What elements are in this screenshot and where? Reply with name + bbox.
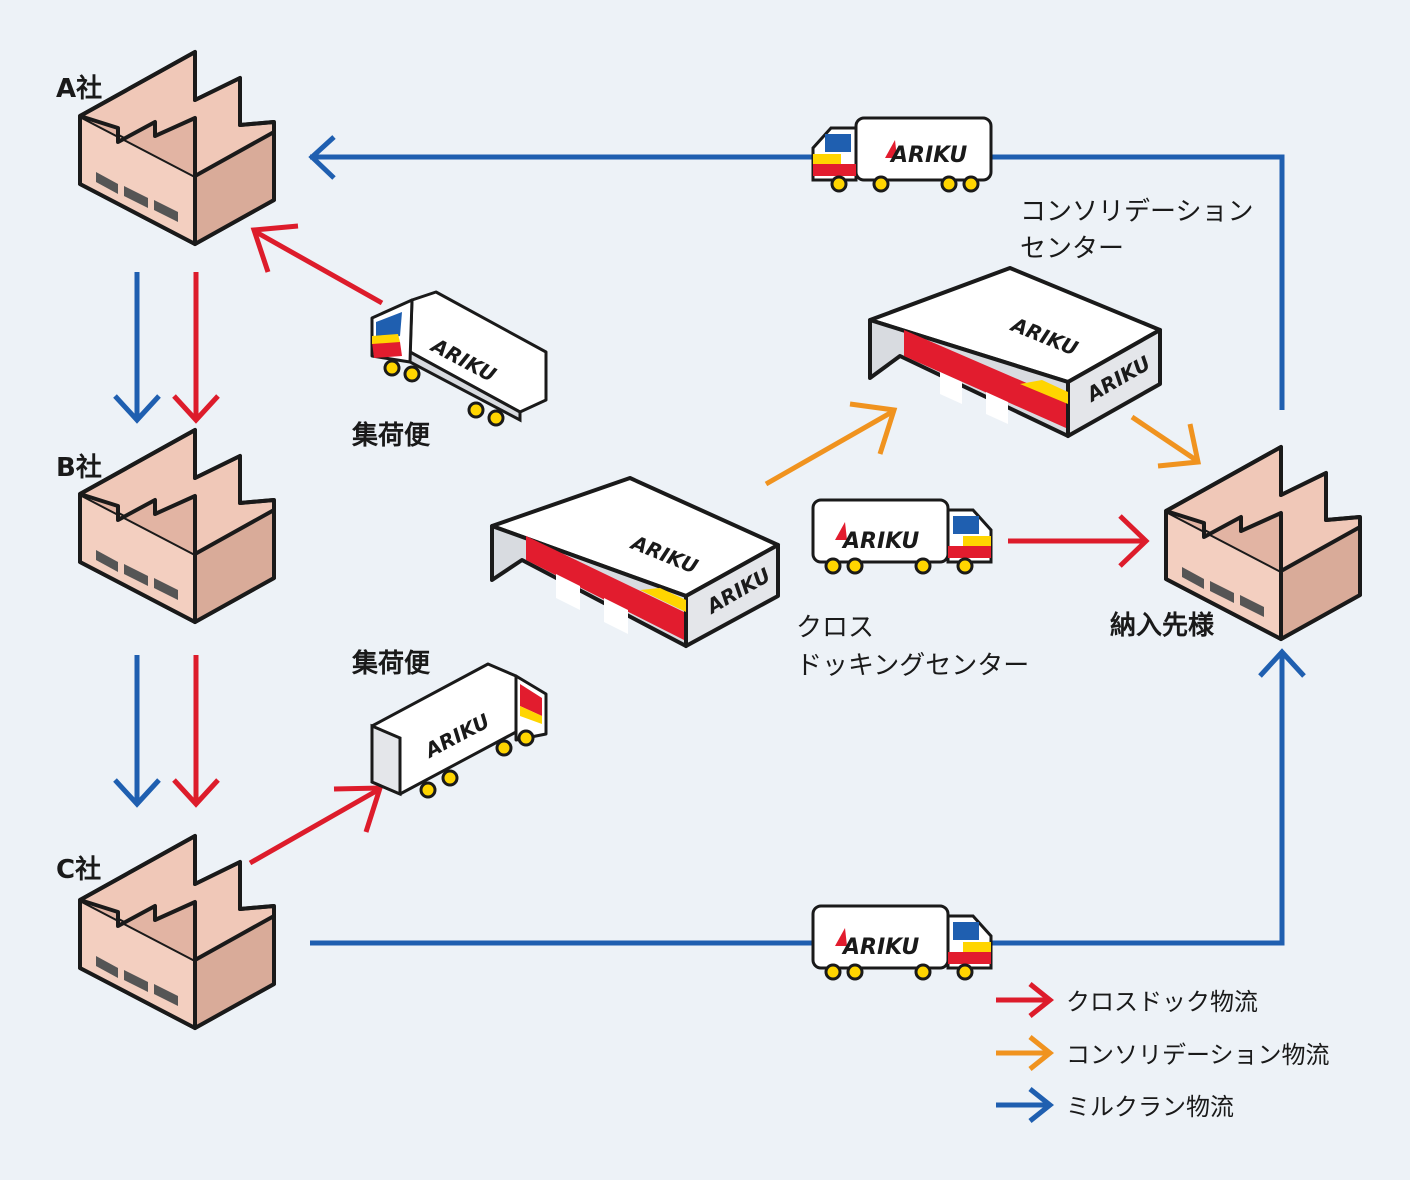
destination-label: 納入先様 — [1110, 610, 1215, 641]
factory-icon — [78, 50, 276, 246]
legend-item-cross-dock: クロスドック物流 — [996, 982, 1258, 1018]
truck-icon: ARIKU — [811, 116, 993, 193]
consolidation-center-label: コンソリデーション — [1020, 197, 1253, 227]
company-c-label: C社 — [56, 854, 101, 885]
brand-logo: ARIKU — [841, 529, 919, 554]
factory-icon — [78, 834, 276, 1030]
crossdock-center-label-line2: ドッキングセンター — [796, 651, 1029, 681]
factory-icon — [78, 428, 276, 624]
company-a-label: A社 — [56, 73, 102, 104]
cross-dock-pickup-to-a-arrow — [250, 223, 384, 306]
legend-label: コンソリデーション物流 — [1066, 1041, 1330, 1069]
cross-dock-c-to-pickup-arrow — [248, 785, 384, 866]
company-b-label: B社 — [56, 452, 102, 483]
consolidation-center-to-destination-arrow — [1130, 414, 1202, 469]
consolidation-warehouse-icon: ARIKU ARIKU — [868, 266, 1162, 438]
legend-label: クロスドック物流 — [1066, 988, 1258, 1016]
pickup-truck-label: 集荷便 — [351, 420, 431, 451]
milk-run-top-route — [308, 135, 1285, 410]
legend-item-milk-run: ミルクラン物流 — [996, 1087, 1234, 1123]
consolidation-to-center-arrow — [764, 401, 898, 487]
legend-item-consolidation: コンソリデーション物流 — [996, 1035, 1330, 1071]
milk-run-b-to-c-arrow — [113, 655, 161, 808]
cross-dock-a-to-b-arrow — [172, 272, 220, 424]
brand-logo: ARIKU — [889, 143, 967, 168]
pickup-truck-label: 集荷便 — [351, 648, 431, 679]
brand-logo: ARIKU — [841, 935, 919, 960]
truck-icon: ARIKU — [370, 662, 548, 799]
cross-dock-truck-to-destination-arrow — [1008, 514, 1150, 568]
legend-label: ミルクラン物流 — [1066, 1093, 1234, 1121]
truck-icon: ARIKU — [811, 904, 993, 981]
truck-icon: ARIKU — [370, 290, 548, 427]
legend: クロスドック物流 コンソリデーション物流 ミルクラン物流 — [996, 982, 1330, 1123]
crossdock-warehouse-icon: ARIKU ARIKU — [490, 476, 780, 648]
milk-run-a-to-b-arrow — [113, 272, 161, 424]
consolidation-center-label-line2: センター — [1020, 234, 1124, 264]
cross-dock-b-to-c-arrow — [172, 655, 220, 808]
truck-icon: ARIKU — [811, 498, 993, 575]
milk-run-bottom-route — [310, 648, 1306, 946]
crossdock-center-label: クロス — [796, 613, 874, 643]
